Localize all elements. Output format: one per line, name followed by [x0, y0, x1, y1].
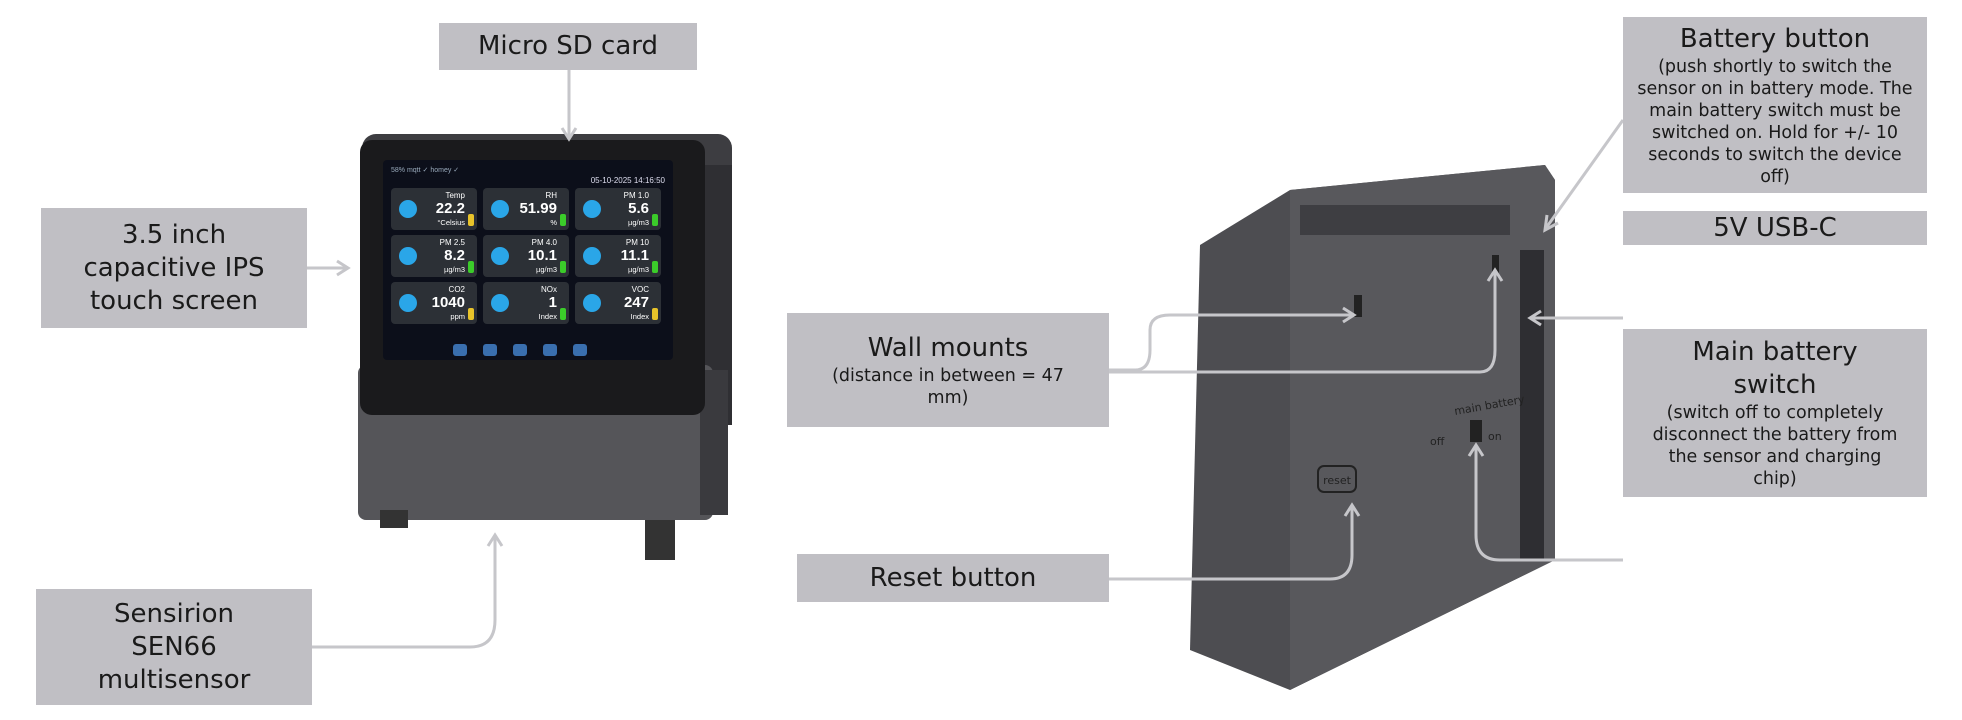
level-indicator — [468, 308, 474, 320]
sensor-icon — [583, 294, 601, 312]
label-reset: Reset button — [797, 554, 1109, 602]
label-usb: 5V USB-C — [1623, 211, 1927, 245]
screen-nav — [453, 344, 587, 356]
sensor-icon — [491, 247, 509, 265]
tile-label: RH — [545, 191, 557, 200]
label-battery-button: Battery button (push shortly to switch t… — [1623, 17, 1927, 193]
keyboard-icon — [483, 344, 497, 356]
label-title: Battery button — [1679, 23, 1871, 54]
tile-label: PM 1.0 — [623, 191, 649, 200]
level-indicator — [468, 261, 474, 273]
level-indicator — [652, 261, 658, 273]
tile-value: 1040 — [431, 294, 465, 311]
tile-unit: µg/m3 — [628, 218, 649, 227]
level-indicator — [652, 214, 658, 226]
tile-label: PM 10 — [625, 238, 649, 247]
tile-label: CO2 — [448, 285, 465, 294]
tile-unit: µg/m3 — [536, 265, 557, 274]
tile-value: 11.1 — [620, 247, 649, 264]
sensor-icon — [491, 200, 509, 218]
sensor-icon — [491, 294, 509, 312]
label-wall-mounts: Wall mounts (distance in between = 47 mm… — [787, 313, 1109, 427]
sensor-icon — [583, 247, 601, 265]
settings-icon — [453, 344, 467, 356]
status-bar: 58% mqtt ✓ homey ✓ — [391, 167, 460, 174]
label-line: SEN66 — [131, 631, 217, 662]
label-line: capacitive IPS — [83, 252, 265, 283]
label-line: Sensirion — [113, 598, 235, 629]
tile-value: 51.99 — [519, 200, 557, 217]
chart-icon — [573, 344, 587, 356]
dashboard-screen: 58% mqtt ✓ homey ✓ 05-10-2025 14:16:50 T… — [383, 160, 673, 360]
tile-value: 8.2 — [444, 247, 465, 264]
tile-unit: ppm — [450, 312, 465, 321]
sensor-icon — [399, 200, 417, 218]
tile-label: VOC — [631, 285, 649, 294]
label-line: 3.5 inch — [121, 219, 227, 250]
tile-value: 247 — [623, 294, 649, 311]
label-main-switch: Main battery switch (switch off to compl… — [1623, 329, 1927, 497]
level-indicator — [560, 308, 566, 320]
back-device: reset main battery off on — [1190, 165, 1555, 690]
label-title: Wall mounts — [867, 332, 1029, 363]
sensor-icon — [399, 247, 417, 265]
level-indicator — [652, 308, 658, 320]
label-micro-sd: Micro SD card — [439, 23, 697, 70]
leader-lines — [307, 70, 1625, 649]
tile-label: NOx — [541, 285, 557, 294]
tile-unit: °Celsius — [437, 218, 465, 227]
tile-unit: Index — [538, 312, 557, 321]
level-indicator — [468, 214, 474, 226]
label-title: Main battery switch — [1692, 337, 1858, 400]
label-note: (distance in between = 47 mm) — [832, 365, 1064, 408]
tile-label: Temp — [445, 191, 465, 200]
label-line: multisensor — [97, 664, 251, 695]
tile-unit: Index — [630, 312, 649, 321]
level-indicator — [560, 214, 566, 226]
tile-unit: µg/m3 — [444, 265, 465, 274]
grid-icon — [513, 344, 527, 356]
tile-value: 22.2 — [435, 200, 465, 217]
switch-on-marking: on — [1488, 430, 1502, 443]
tile-value: 1 — [548, 294, 557, 311]
reset-marking: reset — [1323, 474, 1352, 487]
label-note: (switch off to completely disconnect the… — [1652, 403, 1898, 489]
sensor-icon — [583, 200, 601, 218]
tile-unit: % — [550, 218, 557, 227]
gauge-icon — [543, 344, 557, 356]
switch-off-marking: off — [1430, 435, 1445, 448]
label-note: (push shortly to switch the sensor on in… — [1637, 56, 1913, 187]
tile-label: PM 4.0 — [531, 238, 557, 247]
level-indicator — [560, 261, 566, 273]
tile-value: 5.6 — [628, 200, 649, 217]
sensor-icon — [399, 294, 417, 312]
datetime: 05-10-2025 14:16:50 — [590, 176, 665, 185]
tile-unit: µg/m3 — [628, 265, 649, 274]
tile-label: PM 2.5 — [439, 238, 465, 247]
label-line: touch screen — [89, 285, 259, 316]
tile-value: 10.1 — [527, 247, 557, 264]
